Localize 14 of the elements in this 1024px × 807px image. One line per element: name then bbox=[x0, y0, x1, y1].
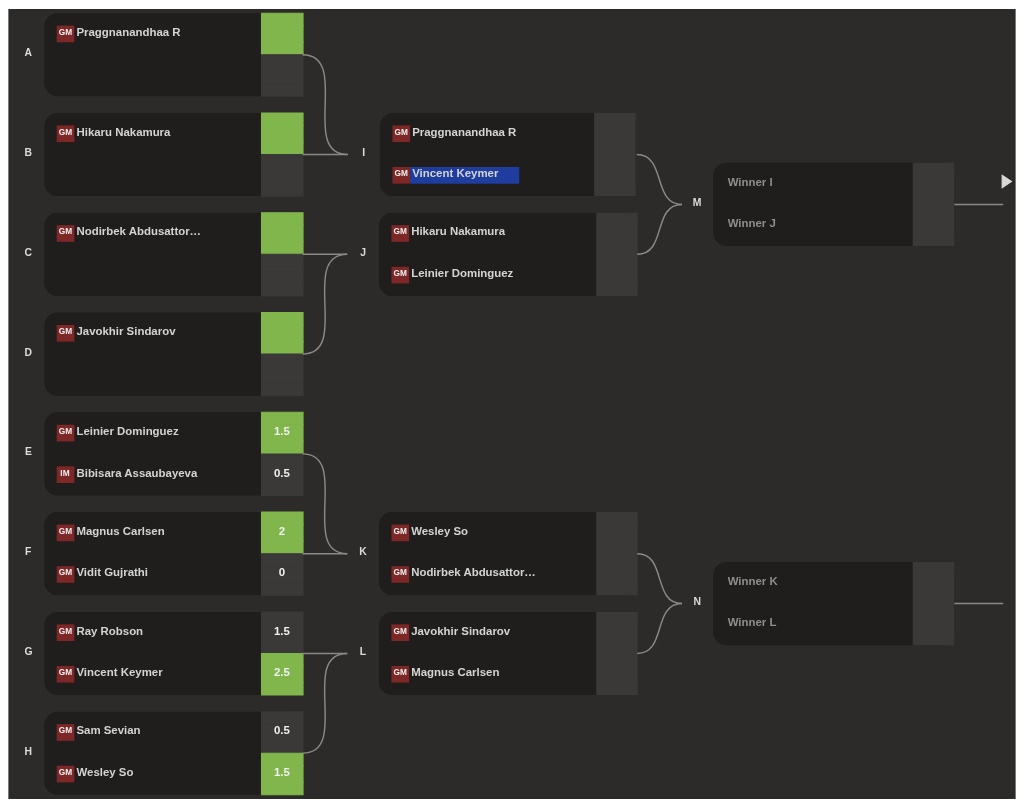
node-label: G bbox=[24, 645, 33, 657]
node-label: M bbox=[692, 196, 702, 208]
node-label: A bbox=[24, 46, 32, 58]
node-label: F bbox=[25, 545, 32, 557]
node-label: H bbox=[24, 745, 32, 757]
node-label: N bbox=[693, 595, 701, 607]
node-label: E bbox=[25, 445, 32, 457]
node-label: J bbox=[360, 246, 367, 258]
node-label: B bbox=[24, 146, 32, 158]
node-label: I bbox=[362, 146, 366, 158]
node-label: K bbox=[359, 545, 367, 557]
node-label: D bbox=[24, 346, 32, 358]
node-label: L bbox=[359, 645, 367, 657]
node-label: C bbox=[24, 246, 32, 258]
